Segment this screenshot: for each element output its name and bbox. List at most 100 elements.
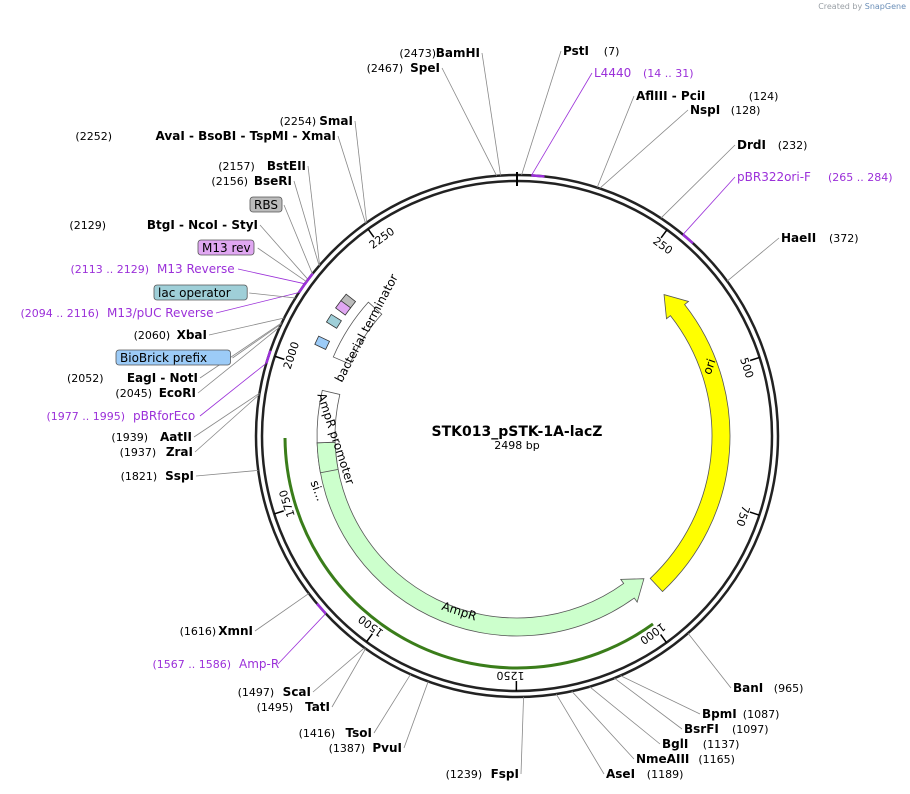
plasmid-length: 2498 bp	[494, 439, 539, 452]
enzyme-position: (372)	[829, 232, 859, 245]
enzyme-btgi-ncoi-styi: BtgI - NcoI - StyI(2129)	[69, 218, 258, 232]
boxed-label-rbs: RBS	[249, 196, 283, 213]
boxed-label-text: BioBrick prefix	[120, 351, 207, 365]
enzyme-name: SmaI	[319, 114, 353, 128]
feature-box-biobrick-prefix	[314, 335, 331, 350]
tick-label-250: 250	[650, 234, 675, 257]
leader-l4440	[531, 72, 593, 176]
primer-range: (1977 .. 1995)	[46, 410, 125, 423]
enzyme-position: (1939)	[111, 431, 148, 444]
enzyme-position: (124)	[749, 90, 779, 103]
leader-spei	[441, 67, 498, 176]
enzyme-bpmi: BpmI (1087)	[702, 707, 779, 721]
leader-fspi	[520, 696, 524, 775]
leader-drdi	[660, 144, 736, 219]
tick-label-750: 750	[733, 504, 752, 528]
leader-psti	[521, 50, 562, 176]
primer-range: (2113 .. 2129)	[70, 263, 149, 276]
credit-prefix: Created by	[818, 2, 863, 11]
leader-m13-reverse	[237, 268, 306, 285]
leader-tati	[331, 648, 366, 708]
enzyme-zrai: ZraI (1937)	[120, 445, 193, 459]
enzyme-position: (1137)	[703, 738, 740, 751]
enzyme-name: NmeAIII	[636, 752, 689, 766]
leader-ecori	[197, 326, 281, 394]
feature-ampr	[316, 441, 645, 637]
enzyme-position: (2252)	[75, 130, 112, 143]
enzyme-name: AatII	[160, 430, 192, 444]
leader-xmni	[254, 593, 310, 632]
enzyme-position: (1087)	[743, 708, 780, 721]
leader-btgi-ncoi-styi	[259, 224, 309, 280]
primer-range: (265 .. 284)	[828, 171, 893, 184]
tick-label-2000: 2000	[281, 340, 302, 371]
leader-lines	[193, 50, 780, 775]
enzyme-position: (128)	[731, 104, 761, 117]
enzyme-position: (1937)	[120, 446, 157, 459]
enzyme-name: XbaI	[177, 328, 207, 342]
enzyme-bsrfi: BsrFI(1097)	[684, 722, 769, 736]
enzyme-position: (2045)	[115, 387, 152, 400]
primer-mark-amp-r	[316, 602, 327, 615]
primer-name: M13/pUC Reverse	[107, 306, 214, 320]
leader-m13-puc-reverse	[215, 292, 300, 314]
tick-250	[660, 229, 668, 239]
tick-750	[749, 511, 760, 516]
feature-box-lac-operator	[325, 313, 342, 329]
enzyme-afliii-pcii: AflIII - PciI(124)	[636, 89, 778, 103]
enzyme-name: PstI	[563, 44, 589, 58]
enzyme-name: AvaI - BsoBI - TspMI - XmaI	[156, 129, 336, 143]
enzyme-position: (1387)	[329, 742, 366, 755]
feature-bacterial-terminator	[332, 301, 383, 365]
enzyme-position: (2129)	[69, 219, 106, 232]
enzyme-psti: PstI (7)	[563, 44, 619, 58]
boxed-label-biobrick-prefix: BioBrick prefix	[115, 349, 231, 366]
enzyme-scai: ScaI(1497)	[238, 685, 311, 699]
enzyme-name: BamHI	[436, 46, 480, 60]
enzyme-tsoi: TsoI(1416)	[299, 726, 372, 740]
boxed-label-bg	[153, 284, 248, 301]
enzyme-position: (2467)	[367, 62, 404, 75]
feature-ori	[649, 294, 731, 593]
tick-2250	[367, 228, 375, 238]
enzyme-eagi-noti: EagI - NotI(2052)	[67, 371, 198, 385]
enzyme-name: ZraI	[166, 445, 193, 459]
enzyme-position: (2052)	[67, 372, 104, 385]
enzyme-spei: SpeI(2467)	[367, 61, 440, 75]
primer-mark-m13-puc-reverse	[297, 280, 308, 294]
leader-smai	[354, 120, 368, 223]
enzyme-name: FspI	[491, 767, 519, 781]
leader-bsrfi	[614, 677, 683, 730]
boxed-label-bg	[115, 349, 231, 366]
primer-name: pBRforEco	[133, 409, 195, 423]
leader-bamhi	[481, 52, 501, 176]
enzyme-name: HaeII	[781, 231, 816, 245]
enzyme-avai-bsobi-tspmi-xmai: AvaI - BsoBI - TspMI - XmaI (2252)	[75, 129, 336, 143]
leader-lac-operator	[249, 292, 296, 299]
enzyme-fspi: FspI(1239)	[446, 767, 519, 781]
plasmid-name: STK013_pSTK-1A-lacZ	[432, 424, 603, 440]
enzyme-position: (232)	[778, 139, 808, 152]
enzyme-bseri: BseRI(2156)	[211, 174, 292, 188]
boxed-label-text: RBS	[254, 198, 278, 212]
enzyme-position: (1097)	[732, 723, 769, 736]
enzyme-asei: AseI(1189)	[606, 767, 683, 781]
enzyme-xmni: XmnI(1616)	[180, 624, 253, 638]
enzyme-position: (7)	[604, 45, 620, 58]
enzyme-pvui: PvuI (1387)	[329, 741, 402, 755]
enzyme-position: (1821)	[121, 470, 158, 483]
enzyme-tati: TatI (1495)	[257, 700, 330, 714]
primer-range: (14 .. 31)	[643, 67, 694, 80]
primer-name: L4440	[594, 66, 631, 80]
leader-m13-rev	[257, 247, 307, 283]
enzyme-name: TatI	[305, 700, 330, 714]
enzyme-name: BpmI	[702, 707, 737, 721]
enzyme-nspi: NspI(128)	[690, 103, 760, 117]
primer-mark-pbrforeco	[265, 350, 272, 364]
enzyme-ecori: EcoRI(2045)	[115, 386, 196, 400]
feature-label-si: si...	[308, 478, 328, 503]
enzyme-name: PvuI	[372, 741, 402, 755]
feature-label-bacterial-terminator: bacterial terminator	[332, 272, 401, 385]
boxed-label-bg	[197, 239, 255, 256]
enzyme-position: (1495)	[257, 701, 294, 714]
